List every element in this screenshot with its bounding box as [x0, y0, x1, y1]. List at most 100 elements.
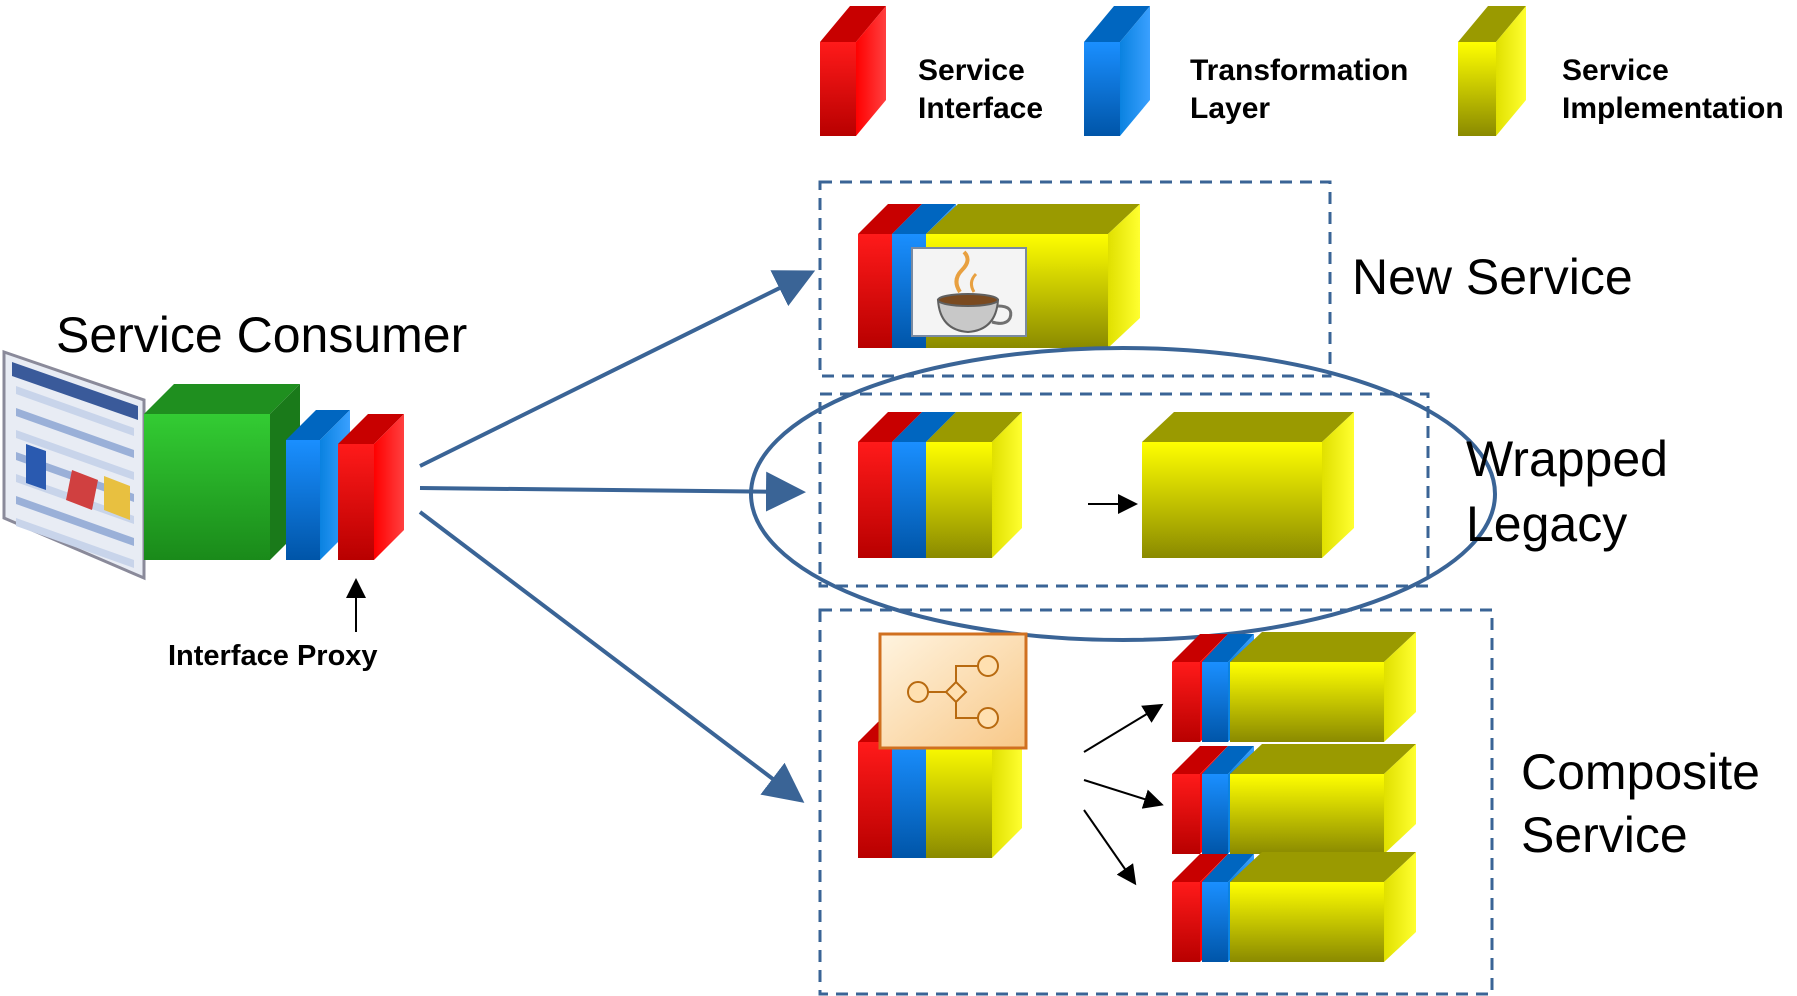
process-edge-2: [955, 665, 978, 682]
browser-content-row: [16, 496, 134, 546]
interface-proxy-label: Interface Proxy: [168, 640, 378, 672]
composite-service-box: [818, 608, 1494, 996]
composite-sub-service-3-yellow-block-2-top: [1230, 852, 1416, 882]
browser-yellow-graphic: [104, 476, 130, 520]
consumer-green-block-top: [144, 384, 300, 414]
interface-proxy-red-block: [338, 414, 404, 560]
java-cup-handle: [991, 304, 1013, 325]
composite-service-label-line1: Composite: [1521, 744, 1760, 800]
composite-sub-service-2-blue-block-1-top: [1202, 746, 1254, 774]
wrapped-legacy-yellow-block-2-side: [992, 412, 1022, 558]
connector-to-wrapped-legacy: [419, 471, 806, 512]
composite-sub-service-2-blue-block-1-front: [1202, 774, 1228, 854]
wrapped-legacy-label-line1: Wrapped: [1466, 431, 1668, 487]
composite-main-yellow-block-2-front: [926, 742, 992, 858]
legend-service-implementation-label: Service Implementation: [1562, 54, 1784, 125]
legend-implementation-block-side: [1496, 6, 1526, 136]
java-steam-2: [969, 272, 978, 293]
composite-sub-service-1-red-block-0-top: [1172, 634, 1228, 662]
new-service-red-block-0-top: [858, 204, 922, 234]
composite-sub-service-3-red-block-0-front: [1172, 882, 1200, 962]
legend-interface-block-top: [820, 6, 886, 42]
wrapped-legacy-red-block-0-front: [858, 442, 892, 558]
legend-interface-block: [820, 6, 886, 136]
legend-transformation-layer-label: Transformation Layer: [1190, 54, 1409, 125]
wrapped-legacy-blue-block-1-top: [892, 412, 956, 442]
java-cup-body: [936, 299, 1000, 334]
process-end-node-2: [977, 707, 999, 729]
browser-content-row: [16, 386, 134, 436]
browser-red-graphic: [66, 470, 98, 510]
browser-content-row: [16, 518, 134, 568]
legend-service-interface-label: Service Interface: [918, 54, 1044, 125]
java-coffee-cup-icon: [911, 247, 1027, 337]
consumer-browser-screenshot-icon: [2, 349, 146, 581]
legend-implementation-block-top: [1458, 6, 1526, 42]
wrapped-legacy-yellow-block-2: [926, 412, 1022, 558]
interface-proxy-red-block-top: [338, 414, 404, 444]
interface-proxy-red-block-front: [338, 444, 374, 560]
composite-sub-service-1-yellow-block-2-front: [1230, 662, 1384, 742]
consumer-blue-block-front: [286, 440, 320, 560]
legacy-system-block-top: [1142, 412, 1354, 442]
java-coffee-surface: [937, 293, 999, 307]
new-service-yellow-block-2-side: [1108, 204, 1140, 348]
composite-main-red-block-0-front: [858, 742, 892, 858]
process-edge-3: [955, 702, 978, 719]
legend-implementation-block: [1458, 6, 1526, 136]
composite-sub-service-3-yellow-block-2-front: [1230, 882, 1384, 962]
composite-sub-service-3-yellow-block-2: [1230, 852, 1416, 962]
consumer-blue-block-top: [286, 410, 350, 440]
wrapped-legacy-yellow-block-2-top: [926, 412, 1022, 442]
browser-content-row: [16, 408, 134, 458]
service-consumer-title: Service Consumer: [56, 307, 468, 363]
new-service-box: [818, 180, 1332, 378]
composite-sub-service-2-red-block-0-top: [1172, 746, 1228, 774]
java-steam: [954, 250, 970, 294]
legend-transformation-block-front: [1084, 42, 1120, 136]
legend-transformation-block-side: [1120, 6, 1150, 136]
composite-sub-service-3-yellow-block-2-side: [1384, 852, 1416, 962]
composite-sub-service-2-yellow-block-2-side: [1384, 744, 1416, 854]
legend-interface-block-side: [856, 6, 886, 136]
composite-arrow-1: [1083, 703, 1164, 753]
composite-sub-service-1-blue-block-1-front: [1202, 662, 1228, 742]
wrapped-legacy-label-line2: Legacy: [1466, 496, 1628, 552]
wrapped-legacy-box: [818, 392, 1430, 588]
composite-sub-service-1-yellow-block-2: [1230, 632, 1416, 742]
composite-sub-service-2-yellow-block-2: [1230, 744, 1416, 854]
composite-sub-service-1-red-block-0-front: [1172, 662, 1200, 742]
browser-titlebar: [12, 362, 138, 420]
process-flow-icon: [878, 632, 1028, 750]
composite-sub-service-1-yellow-block-2-top: [1230, 632, 1416, 662]
legacy-system-block-side: [1322, 412, 1354, 558]
browser-chart-bar: [26, 444, 46, 490]
composite-service-label-line2: Service: [1521, 807, 1688, 863]
legend-transformation-block-top: [1084, 6, 1150, 42]
composite-sub-service-2-yellow-block-2-top: [1230, 744, 1416, 774]
legend-interface-block-front: [820, 42, 856, 136]
legend-transformation-block: [1084, 6, 1150, 136]
composite-arrow-2: [1083, 779, 1164, 809]
composite-main-blue-block-1-front: [892, 742, 926, 858]
wrapped-legacy-red-block-0-top: [858, 412, 922, 442]
legend-implementation-block-front: [1458, 42, 1496, 136]
new-service-red-block-0-front: [858, 234, 892, 348]
new-service-yellow-block-2-top: [926, 204, 1140, 234]
composite-sub-service-2-yellow-block-2-front: [1230, 774, 1384, 854]
composite-arrow-3: [1083, 809, 1137, 886]
composite-sub-service-1-yellow-block-2-side: [1384, 632, 1416, 742]
wrapped-legacy-yellow-block-2-front: [926, 442, 992, 558]
composite-sub-service-3-red-block-0-top: [1172, 854, 1228, 882]
process-start-node: [907, 681, 929, 703]
connector-to-composite-service: [418, 510, 805, 803]
legacy-system-block: [1142, 412, 1354, 558]
process-end-node-1: [977, 655, 999, 677]
composite-sub-service-3-blue-block-1-top: [1202, 854, 1254, 882]
interface-proxy-red-block-side: [374, 414, 404, 560]
consumer-green-block: [144, 384, 300, 560]
wrapped-legacy-blue-block-1-front: [892, 442, 926, 558]
legacy-system-block-front: [1142, 442, 1322, 558]
connector-to-new-service: [419, 270, 816, 468]
consumer-green-block-front: [144, 414, 270, 560]
